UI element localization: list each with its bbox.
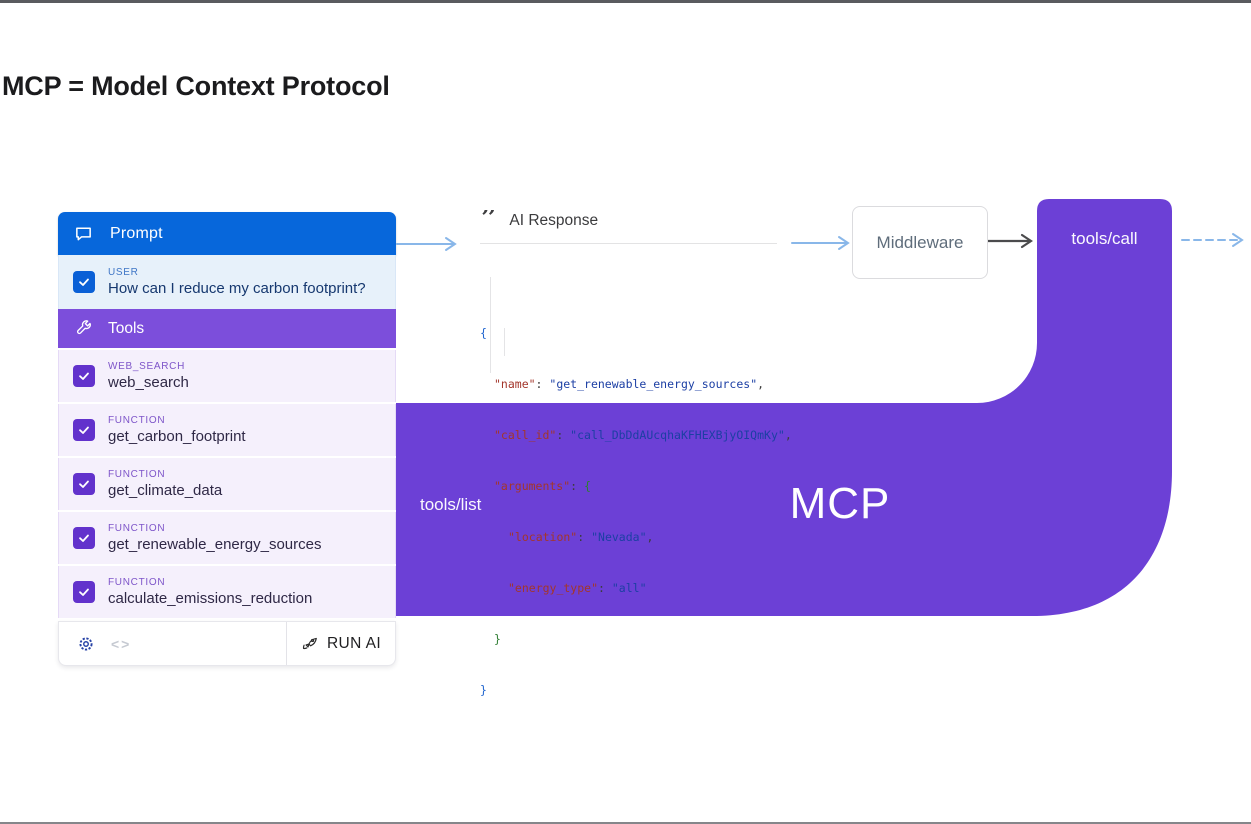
tool-name: web_search xyxy=(108,374,189,391)
code-token: , xyxy=(646,530,654,544)
code-token: : xyxy=(598,581,612,595)
tool-row-get-renewable-energy-sources[interactable]: FUNCTION get_renewable_energy_sources xyxy=(58,512,396,564)
panel-footer: <> RUN AI xyxy=(58,621,396,666)
code-token: "call_id" xyxy=(494,428,557,442)
tool-name: get_carbon_footprint xyxy=(108,428,246,445)
code-token: : xyxy=(535,377,550,391)
mcp-shape xyxy=(396,199,1172,616)
tool-tag: FUNCTION xyxy=(108,523,166,534)
tool-checkbox[interactable] xyxy=(73,473,95,495)
middleware-box: Middleware xyxy=(852,206,988,279)
code-line: { xyxy=(480,325,780,342)
code-token: "arguments" xyxy=(494,479,571,493)
ai-response-code: { "name": "get_renewable_energy_sources"… xyxy=(480,257,792,733)
check-icon xyxy=(79,278,89,286)
indent-guide xyxy=(504,328,505,356)
tool-checkbox[interactable] xyxy=(73,527,95,549)
code-token: "name" xyxy=(494,377,536,391)
user-row-tag: USER xyxy=(108,267,139,278)
code-token: } xyxy=(480,683,487,697)
code-token: } xyxy=(494,632,501,646)
tool-name: calculate_emissions_reduction xyxy=(108,590,313,607)
tool-checkbox[interactable] xyxy=(73,581,95,603)
code-token: "all" xyxy=(611,581,647,595)
tools-call-label: tools/call xyxy=(1071,229,1138,248)
quote-icon: ” xyxy=(480,210,498,232)
code-token: : xyxy=(556,428,571,442)
arrow-middleware-to-toolscall-icon xyxy=(986,233,1033,249)
code-token: { xyxy=(480,326,487,340)
indent-guide xyxy=(490,277,491,373)
code-token: : xyxy=(570,479,585,493)
prompt-panel: Prompt USER How can I reduce my carbon f… xyxy=(58,212,396,666)
tool-row-calculate-emissions-reduction[interactable]: FUNCTION calculate_emissions_reduction xyxy=(58,566,396,618)
user-checkbox[interactable] xyxy=(73,271,95,293)
tool-tag: FUNCTION xyxy=(108,577,166,588)
code-line: } xyxy=(480,631,780,648)
code-token: , xyxy=(784,428,792,442)
tool-tag: FUNCTION xyxy=(108,469,166,480)
ai-response-divider xyxy=(480,243,777,244)
ai-response-header: ” AI Response xyxy=(480,208,780,234)
code-line: "name": "get_renewable_energy_sources", xyxy=(480,376,780,393)
code-icon[interactable]: <> xyxy=(111,635,132,652)
code-line: } xyxy=(480,682,780,699)
code-line: "energy_type": "all" xyxy=(480,580,780,597)
tools-list-label: tools/list xyxy=(420,495,482,514)
tool-tag: WEB_SEARCH xyxy=(108,361,186,372)
arrow-prompt-to-response-icon xyxy=(396,237,457,251)
code-token: { xyxy=(584,479,591,493)
run-ai-label: RUN AI xyxy=(326,634,382,652)
code-token: "location" xyxy=(508,530,578,544)
check-icon xyxy=(79,426,89,434)
code-line: "location": "Nevada", xyxy=(480,529,780,546)
tool-checkbox[interactable] xyxy=(73,365,95,387)
code-token: "energy_type" xyxy=(508,581,599,595)
tools-header: Tools xyxy=(58,309,396,348)
prompt-header: Prompt xyxy=(58,212,396,255)
tool-row-get-carbon-footprint[interactable]: FUNCTION get_carbon_footprint xyxy=(58,404,396,456)
code-token: , xyxy=(757,377,765,391)
tool-name: get_climate_data xyxy=(108,482,223,499)
check-icon xyxy=(79,372,89,380)
panel-footer-left: <> xyxy=(59,622,286,665)
run-ai-button[interactable]: RUN AI xyxy=(286,622,395,665)
wrench-icon xyxy=(77,319,91,334)
user-prompt-text: How can I reduce my carbon footprint? xyxy=(108,280,366,297)
gear-icon[interactable] xyxy=(77,635,95,653)
tool-checkbox[interactable] xyxy=(73,419,95,441)
code-token: "call_DbDdAUcqhaKFHEXBjyOIQmKy" xyxy=(570,428,785,442)
tools-header-label: Tools xyxy=(108,319,145,337)
tool-row-web-search[interactable]: WEB_SEARCH web_search xyxy=(58,350,396,402)
code-token: "get_renewable_energy_sources" xyxy=(549,377,758,391)
code-line: "arguments": { xyxy=(480,478,780,495)
mcp-shape-path xyxy=(396,199,1172,616)
code-token: : xyxy=(577,530,592,544)
page-title: MCP = Model Context Protocol xyxy=(2,71,390,101)
code-token: "Nevada" xyxy=(591,530,647,544)
user-prompt-row[interactable]: USER How can I reduce my carbon footprin… xyxy=(58,255,396,309)
middleware-label: Middleware xyxy=(876,232,964,252)
check-icon xyxy=(79,480,89,488)
mcp-label: MCP xyxy=(789,479,891,528)
chat-bubble-icon xyxy=(76,227,91,241)
arrow-response-to-middleware-icon xyxy=(791,236,850,250)
ai-response-title: AI Response xyxy=(509,212,599,229)
tool-row-get-climate-data[interactable]: FUNCTION get_climate_data xyxy=(58,458,396,510)
tool-name: get_renewable_energy_sources xyxy=(108,536,322,553)
rocket-icon xyxy=(302,637,317,650)
tool-tag: FUNCTION xyxy=(108,415,166,426)
code-line: "call_id": "call_DbDdAUcqhaKFHEXBjyOIQmK… xyxy=(480,427,792,444)
prompt-header-label: Prompt xyxy=(110,224,163,242)
ai-response-block: ” AI Response { "name": "get_renewable_e… xyxy=(480,208,792,733)
check-icon xyxy=(79,534,89,542)
check-icon xyxy=(79,588,89,596)
arrow-toolscall-out-dashed-icon xyxy=(1181,233,1244,247)
